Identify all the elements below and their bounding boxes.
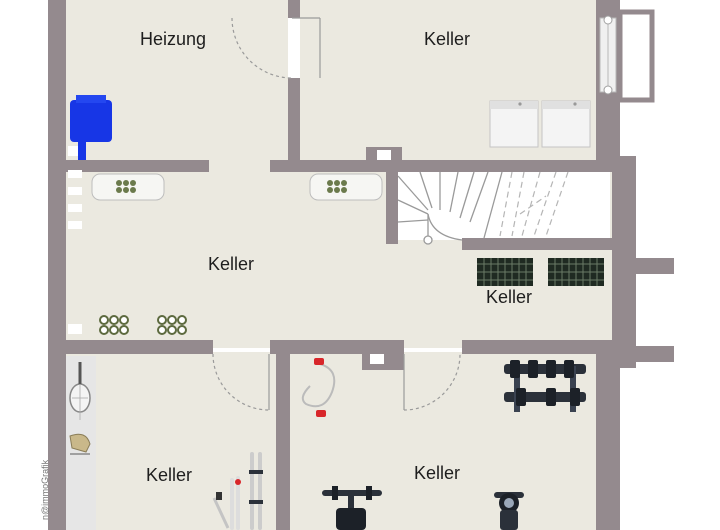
bottle-crate-icon [548,258,604,286]
wall-heizung-right [288,78,300,172]
wall-recess [68,146,82,156]
wall-right-stub-upper [612,258,674,274]
wine-rack-icon [309,173,383,201]
resistance-band-icon [301,358,336,417]
wall-bottom-divider [276,352,290,530]
door-bottom-center [403,353,461,411]
room-label-keller-bottom-left: Keller [146,465,193,485]
wall-recess [68,187,82,195]
bottle-crate-icon [99,315,129,335]
wall-heizung-right-top [288,0,300,18]
wall-recess [68,170,82,178]
door-bottom-left [212,353,270,411]
doors [212,17,461,411]
room-label-keller-bottom-center: Keller [414,463,461,483]
wall-recess [68,204,82,212]
wall-right-outer-bottom [596,354,620,530]
room-label-keller-right: Keller [486,287,533,307]
dumbbell-rack-icon [504,360,586,412]
wall-right-stub-lower [612,346,674,362]
weight-bench-icon [322,486,382,530]
ski-icon [212,452,263,530]
dryer-icon [541,100,591,148]
heater-icon [70,95,112,160]
wall-stair-bottom [462,238,612,250]
wall-stair-left [386,172,398,244]
wall-openings [68,146,391,364]
washing-machine-icon [489,100,539,148]
wall-mid-right [462,340,612,354]
floor-areas [66,0,612,530]
exercise-bike-icon [494,492,524,530]
floor-keller-bottom-left [66,352,276,530]
wall-recess [377,150,391,160]
bottle-crate-icon [477,258,533,286]
floor-keller-bottom-center [290,352,596,530]
wall-heizung-bottom [66,160,209,172]
wall-recess [68,221,82,229]
wall-left-outer [48,0,66,530]
stairs-icon [397,171,610,245]
room-label-keller-center: Keller [208,254,255,274]
window-light-well [599,9,655,103]
wall-mid-left [66,340,213,354]
wall-recess [370,354,384,364]
room-label-heizung: Heizung [140,29,207,49]
room-label-keller-top-right: Keller [424,29,471,49]
skates-icon [69,433,91,455]
bottle-crate-icon [157,315,187,335]
wall-keller-top-bottom [270,160,636,172]
wine-rack-icon [91,173,165,201]
tennis-racket-icon [66,356,96,530]
wall-recess [68,324,82,334]
walls [48,0,674,530]
image-credit: n@immoGrafik [40,459,50,520]
